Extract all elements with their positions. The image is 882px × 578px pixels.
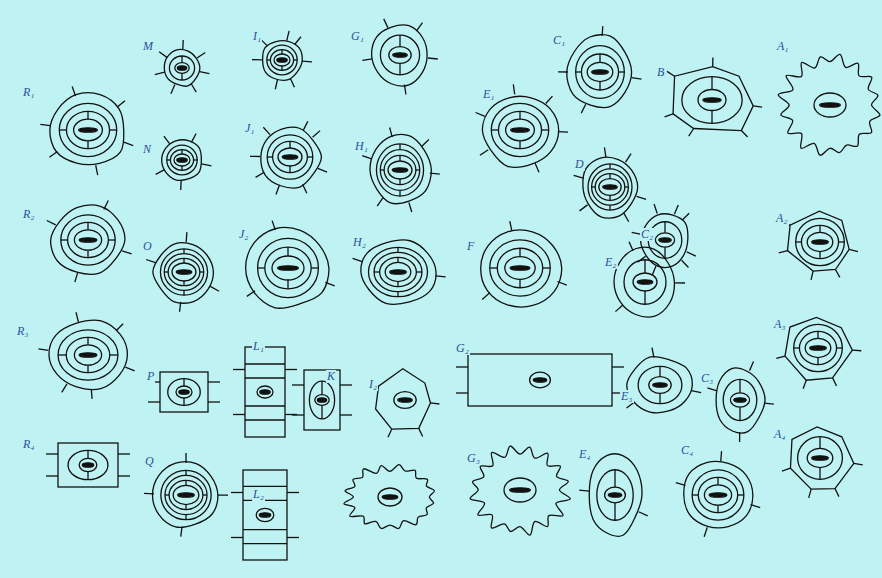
figure-label: L₁ (252, 340, 265, 353)
stoma-figure (476, 84, 568, 172)
figure-label: R₄ (22, 438, 36, 451)
figure-label: D (574, 158, 585, 171)
stoma-figure (155, 40, 210, 94)
figure-label: A₃ (773, 318, 787, 331)
stoma-figure (574, 147, 646, 221)
figure-label: C₄ (680, 444, 694, 457)
figure-label: H₂ (352, 236, 367, 249)
stoma-figure (233, 347, 297, 437)
figure-label: P (146, 370, 155, 383)
stoma-figure (231, 470, 299, 560)
figure-label: R₃ (16, 325, 30, 338)
figure-label: C₂ (640, 228, 654, 241)
figure-label: I₁ (252, 30, 262, 43)
stoma-figure (362, 127, 440, 212)
figure-label: E₄ (578, 448, 592, 461)
stoma-figure (362, 19, 437, 95)
figure-label: E₁ (482, 88, 496, 101)
stoma-figure (246, 221, 335, 309)
stoma-figure (46, 443, 130, 487)
figure-label: R₂ (22, 208, 36, 221)
stoma-figure (344, 465, 434, 529)
figure-label: B (656, 66, 665, 79)
stoma-figure (146, 232, 219, 312)
figure-label: A₄ (773, 428, 787, 441)
figure-label: G₁ (350, 30, 365, 43)
figure-label: A₁ (776, 40, 790, 53)
figure-label: A₂ (775, 212, 789, 225)
stoma-figure (47, 201, 132, 283)
stoma-figure (614, 242, 685, 317)
figure-label: M (142, 40, 154, 53)
stoma-figure (148, 372, 220, 412)
stoma-figure (250, 121, 327, 194)
figure-label: Q (144, 455, 155, 468)
stoma-figure (627, 348, 702, 413)
stoma-figure (376, 369, 440, 438)
stoma-figure (779, 211, 858, 280)
stoma-figure (707, 361, 773, 442)
stoma-figure (481, 221, 567, 307)
stoma-figure (470, 446, 570, 535)
figure-label: O (142, 240, 153, 253)
figure-label: E₂ (604, 256, 618, 269)
figure-label: R₁ (22, 86, 36, 99)
figure-label: J₁ (244, 122, 256, 135)
stomata-group (38, 19, 879, 560)
figure-label: E₃ (620, 390, 634, 403)
stoma-figure (456, 354, 624, 406)
stoma-figure (40, 87, 133, 175)
figure-label: C₃ (700, 372, 714, 385)
stoma-figure (782, 427, 863, 498)
stoma-figure (776, 317, 861, 388)
figure-label: F (466, 240, 475, 253)
figure-label: N (142, 143, 152, 156)
figure-label: I₂ (368, 378, 378, 391)
stoma-figure (558, 26, 641, 113)
stoma-figure (156, 134, 212, 190)
stoma-figure (778, 54, 880, 155)
figure-label: J₂ (238, 228, 250, 241)
stoma-figure (38, 312, 134, 399)
figure-label: G₃ (466, 452, 481, 465)
figure-label: L₂ (252, 488, 265, 501)
stoma-figure (632, 204, 696, 275)
figure-label: G₂ (455, 342, 470, 355)
stoma-figure (665, 58, 763, 137)
stoma-figure (353, 240, 446, 304)
figure-label: H₁ (354, 140, 369, 153)
stoma-figure (676, 451, 760, 537)
figure-label: K (326, 370, 336, 383)
stoma-figure (292, 370, 352, 430)
figure-label: C₁ (552, 34, 566, 47)
stoma-figure (579, 454, 648, 536)
stoma-figure (144, 453, 228, 537)
stoma-figure (252, 31, 312, 89)
